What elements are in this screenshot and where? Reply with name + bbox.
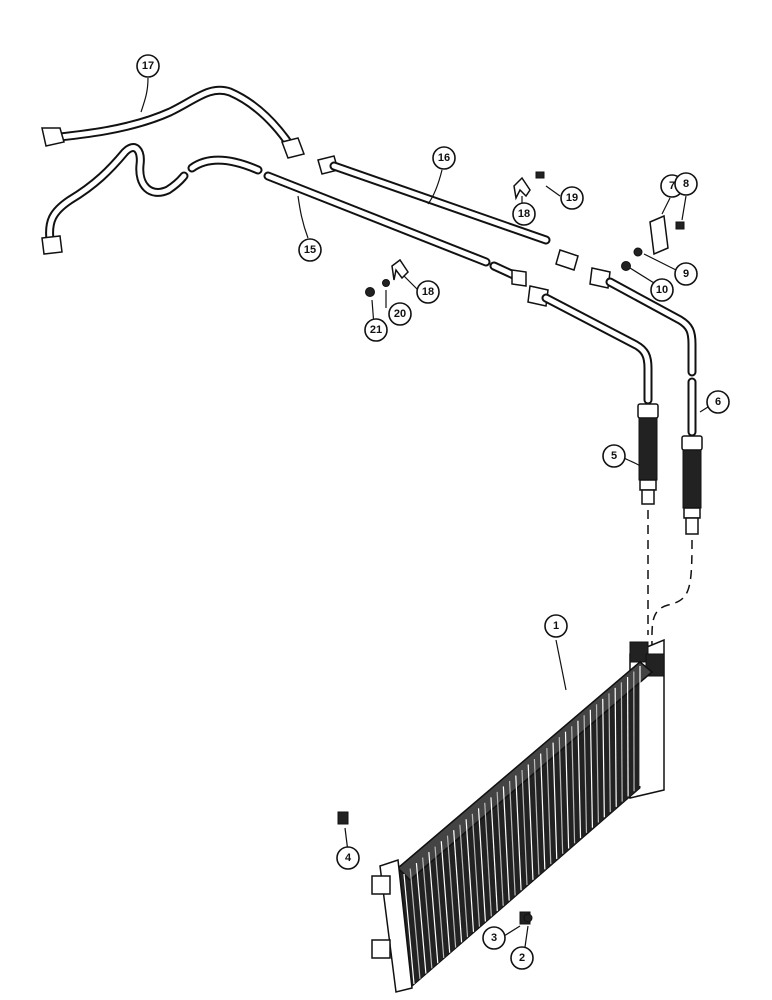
cooler-fin <box>440 841 451 953</box>
hardware <box>337 171 685 925</box>
callout-6[interactable]: 6 <box>706 390 730 414</box>
callout-19[interactable]: 19 <box>560 186 584 210</box>
callout-20[interactable]: 20 <box>388 302 412 326</box>
svg-text:20: 20 <box>394 308 406 320</box>
svg-text:1: 1 <box>553 620 559 632</box>
cooler-fin <box>552 742 558 859</box>
cooler-fin <box>577 720 582 839</box>
callout-10[interactable]: 10 <box>650 278 674 302</box>
cooler-fin <box>446 835 457 948</box>
tube-15 <box>263 171 527 287</box>
callout-2[interactable]: 2 <box>510 946 534 970</box>
cooler-fin <box>527 764 534 880</box>
cooler-fins <box>403 666 641 985</box>
svg-text:7: 7 <box>669 180 675 192</box>
svg-text:8: 8 <box>683 178 689 190</box>
cooler-fin <box>403 873 415 985</box>
callout-16[interactable]: 16 <box>432 146 456 170</box>
cooler-fin <box>595 704 599 823</box>
tube-16-union <box>555 249 579 271</box>
callout-9[interactable]: 9 <box>674 262 698 286</box>
cooler-fin <box>484 802 492 917</box>
cooler-fin <box>589 709 594 828</box>
tube-17-right-nut <box>281 137 305 159</box>
svg-text:5: 5 <box>611 450 617 462</box>
cooler-fin <box>502 786 510 901</box>
cooler-fin <box>415 863 427 974</box>
svg-text:18: 18 <box>422 286 434 298</box>
callout-18-left[interactable]: 18 <box>416 280 440 304</box>
callout-18-right[interactable]: 18 <box>512 202 536 226</box>
callout-17[interactable]: 17 <box>136 54 160 78</box>
cooler-fin <box>583 715 588 833</box>
svg-text:15: 15 <box>304 244 316 256</box>
cooler-fin <box>422 857 433 969</box>
cooler-fin <box>508 780 516 896</box>
tube-17-left-nut <box>41 127 65 147</box>
svg-text:6: 6 <box>715 396 721 408</box>
svg-text:4: 4 <box>345 852 352 864</box>
cooler-fin <box>471 813 481 927</box>
callout-4[interactable]: 4 <box>336 846 360 870</box>
tube-15-fitting <box>511 269 527 287</box>
callout-1[interactable]: 1 <box>544 614 568 638</box>
cooler-fin <box>620 682 623 802</box>
cooler-fin <box>477 808 486 922</box>
cooler-fin <box>533 759 540 875</box>
callout-15[interactable]: 15 <box>298 238 322 262</box>
tube-left-bent <box>41 143 263 255</box>
callout-8[interactable]: 8 <box>674 172 698 196</box>
cooler-fin <box>558 737 564 854</box>
leader-lines <box>140 77 717 955</box>
cooler-fin <box>409 868 421 979</box>
tube-to-hose-6 <box>589 267 703 535</box>
cooler-fin <box>626 676 629 797</box>
svg-text:21: 21 <box>370 324 382 336</box>
tube-17 <box>41 85 305 159</box>
tube-16 <box>317 155 579 271</box>
tube-left-end-nut <box>41 235 63 255</box>
cooler-fin <box>490 797 498 912</box>
cooler-fin <box>434 846 445 958</box>
svg-text:19: 19 <box>566 192 578 204</box>
cooler-fin <box>602 698 605 818</box>
svg-text:17: 17 <box>142 60 154 72</box>
svg-text:9: 9 <box>683 268 689 280</box>
svg-text:3: 3 <box>491 932 497 944</box>
cooler-fin <box>608 693 611 813</box>
svg-text:2: 2 <box>519 952 525 964</box>
svg-text:10: 10 <box>656 284 668 296</box>
cooler-fin <box>614 687 617 807</box>
cooler-fin <box>540 753 546 870</box>
cooler-fin <box>465 819 475 932</box>
callout-3[interactable]: 3 <box>482 926 506 950</box>
cooler-fin <box>496 791 504 906</box>
cooler-fin <box>453 830 463 943</box>
cooler-fin <box>515 775 522 891</box>
callout-5[interactable]: 5 <box>602 444 626 468</box>
cooler-fin <box>428 852 439 964</box>
cooler-fin <box>546 748 552 865</box>
svg-text:16: 16 <box>438 152 450 164</box>
svg-text:18: 18 <box>518 208 530 220</box>
callouts: 17 15 16 19 18 7 8 9 10 18 20 21 5 6 1 4… <box>136 54 730 970</box>
oil-cooler-1 <box>371 638 665 993</box>
cooler-fin <box>571 726 576 844</box>
connection-lines <box>647 510 693 653</box>
tube-to-hose-5 <box>527 285 659 505</box>
cooler-fin <box>564 731 570 849</box>
cooler-fin <box>521 769 528 886</box>
cooler-fin <box>459 824 469 938</box>
callout-21[interactable]: 21 <box>364 318 388 342</box>
